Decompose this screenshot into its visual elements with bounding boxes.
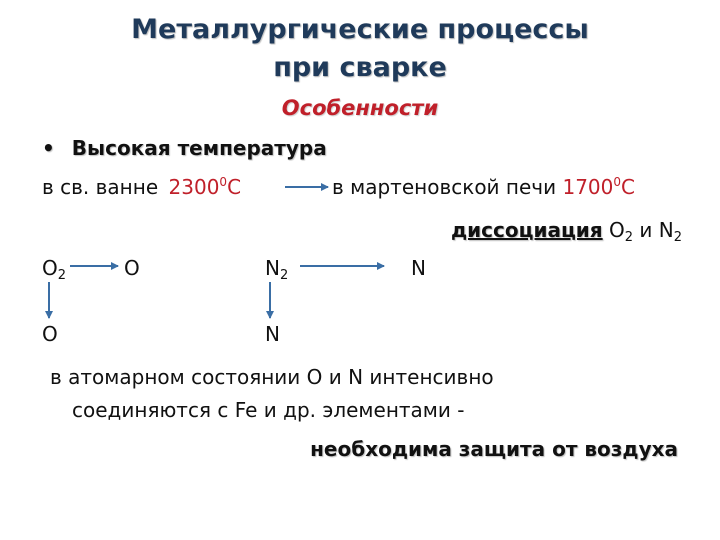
conclusion-line3: необходима защита от воздуха bbox=[310, 437, 678, 461]
oxygen-molecule-base: О bbox=[42, 256, 58, 280]
bullet-item: • Высокая температура bbox=[42, 136, 327, 160]
slide-title-line2: при сварке bbox=[273, 52, 447, 83]
dissociation-o-sub: 2 bbox=[624, 230, 634, 245]
bath-unit: С bbox=[227, 175, 242, 199]
oxygen-molecule: О2 bbox=[42, 256, 66, 283]
nitrogen-atom-bottom: N bbox=[265, 322, 280, 346]
slide-subtitle: Особенности bbox=[281, 96, 439, 120]
nitrogen-molecule-base: N bbox=[265, 256, 280, 280]
conclusion-line2: соединяются с Fe и др. элементами - bbox=[72, 398, 465, 422]
bullet-marker: • bbox=[42, 136, 55, 160]
dissociation-line: диссоциация О2 и N2 bbox=[451, 218, 682, 245]
dissociation-mid: и N bbox=[639, 218, 674, 242]
dissociation-n-sub: 2 bbox=[673, 230, 682, 245]
nitrogen-atom-right: N bbox=[411, 256, 426, 280]
bath-value: 2300 bbox=[168, 175, 220, 199]
conclusion-line1: в атомарном состоянии О и N интенсивно bbox=[50, 365, 494, 389]
bullet-text: Высокая температура bbox=[71, 136, 327, 160]
bath-label: в св. ванне bbox=[42, 175, 159, 199]
furnace-temperature: в мартеновской печи 17000С bbox=[332, 175, 635, 199]
bath-temperature: в св. ванне 23000С bbox=[42, 175, 241, 199]
dissociation-o-base: О bbox=[609, 218, 625, 242]
furnace-value: 1700 bbox=[562, 175, 614, 199]
furnace-label: в мартеновской печи bbox=[332, 175, 557, 199]
nitrogen-molecule-sub: 2 bbox=[279, 268, 289, 283]
oxygen-molecule-sub: 2 bbox=[57, 268, 67, 283]
dissociation-word: диссоциация bbox=[451, 218, 603, 242]
furnace-degree-sup: 0 bbox=[613, 175, 622, 189]
furnace-unit: С bbox=[621, 175, 635, 199]
oxygen-atom-right: О bbox=[124, 256, 140, 280]
oxygen-atom-bottom: О bbox=[42, 322, 58, 346]
bath-degree-sup: 0 bbox=[219, 175, 228, 189]
slide-title-line1: Металлургические процессы bbox=[131, 14, 589, 45]
nitrogen-molecule: N2 bbox=[265, 256, 288, 283]
